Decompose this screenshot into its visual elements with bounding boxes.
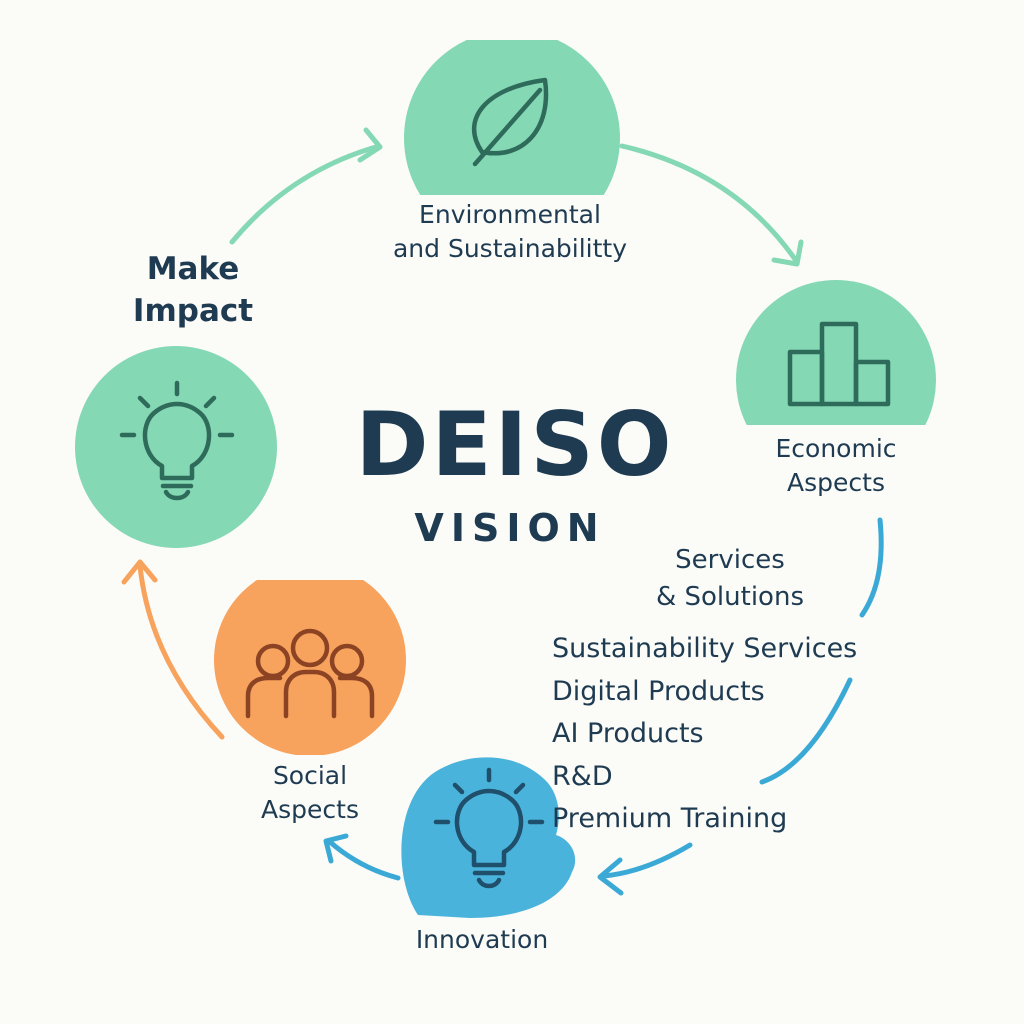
arrow-environmental-to-economic xyxy=(619,143,800,265)
environmental-node xyxy=(404,40,620,195)
arrow-lower-to-innovation xyxy=(601,842,693,879)
innovation-label: Innovation xyxy=(415,925,549,954)
economic-label-line1: Economic xyxy=(775,434,897,463)
arrow-services-to-innovation xyxy=(759,677,853,785)
services-heading-line1: Services xyxy=(675,545,785,575)
economic-node xyxy=(736,280,936,425)
arrowhead-social xyxy=(323,833,349,864)
people-icon xyxy=(245,628,375,719)
diagram-title: DEISO xyxy=(355,393,675,496)
environmental-label-line2: and Sustainabilitty xyxy=(392,234,628,263)
services-list-item: AI Products xyxy=(552,718,704,749)
services-list: Sustainability Services Digital Products… xyxy=(552,628,857,841)
arrow-social-to-impact xyxy=(137,563,225,740)
bar-chart-icon xyxy=(787,321,891,407)
services-heading: Services & Solutions xyxy=(630,542,830,616)
services-list-item: R&D xyxy=(552,760,613,792)
services-list-item: Sustainability Services xyxy=(552,633,858,664)
make-impact-line1: Make xyxy=(146,251,240,287)
impact-node xyxy=(75,346,277,548)
environmental-label-line1: Environmental xyxy=(419,200,601,229)
innovation-lightbulb-icon xyxy=(433,767,545,889)
services-heading-line2: & Solutions xyxy=(655,582,804,612)
social-node xyxy=(214,580,406,755)
services-list-item: Premium Training xyxy=(552,803,788,834)
diagram-subtitle: VISION xyxy=(414,506,606,550)
economic-label-line2: Aspects xyxy=(787,468,885,497)
arrow-innovation-to-social xyxy=(327,839,401,881)
make-impact-label: Make Impact xyxy=(118,248,268,332)
leaf-icon xyxy=(471,77,549,167)
social-label: Social Aspects xyxy=(240,759,380,827)
arrowhead-economic xyxy=(771,239,804,267)
innovation-node xyxy=(401,757,576,918)
social-label-line1: Social xyxy=(272,761,348,790)
arrow-impact-to-environmental xyxy=(229,144,379,245)
arrowhead-environmental xyxy=(357,127,383,163)
arrowhead-impact xyxy=(121,559,158,585)
impact-lightbulb-icon xyxy=(119,380,235,501)
economic-label: Economic Aspects xyxy=(756,432,916,500)
arrowhead-innovation xyxy=(597,857,624,896)
arrow-economic-to-innovation xyxy=(859,517,884,618)
services-list-item: Digital Products xyxy=(552,675,765,707)
make-impact-line2: Impact xyxy=(132,293,254,329)
social-label-line2: Aspects xyxy=(261,795,359,824)
environmental-label: Environmental and Sustainabilitty xyxy=(370,198,650,266)
